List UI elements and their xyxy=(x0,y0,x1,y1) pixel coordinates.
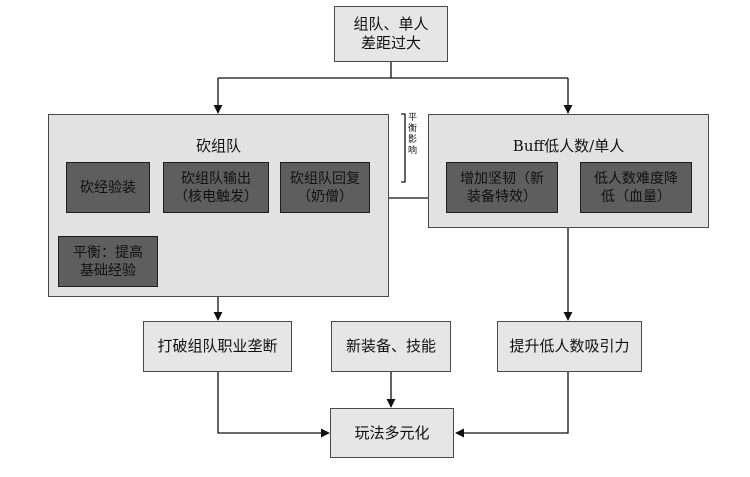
box-balance-base-exp: 平衡：提高 基础经验 xyxy=(58,236,158,287)
box-cut-team-output-line2: （核电触发） xyxy=(174,188,258,205)
box-break-monopoly-label: 打破组队职业垄断 xyxy=(157,337,278,355)
box-lower-difficulty-line2: 低（血量） xyxy=(601,188,671,205)
box-new-equip-skill: 新装备、技能 xyxy=(331,321,451,372)
box-cut-team-heal: 砍组队回复 （奶僧） xyxy=(280,162,370,213)
box-cut-exp-gear: 砍经验装 xyxy=(66,162,150,213)
box-balance-line2: 基础经验 xyxy=(80,262,136,279)
box-break-monopoly: 打破组队职业垄断 xyxy=(143,321,292,372)
box-add-toughness-line2: 装备特效） xyxy=(467,188,537,205)
box-new-equip-skill-label: 新装备、技能 xyxy=(345,337,436,355)
box-cut-team-heal-line1: 砍组队回复 xyxy=(290,170,360,187)
box-lower-difficulty-line1: 低人数难度降 xyxy=(594,170,678,187)
box-cut-team-output: 砍组队输出 （核电触发） xyxy=(163,162,269,213)
top-box-line1: 组队、单人 xyxy=(353,15,429,33)
box-add-toughness-line1: 增加坚韧（新 xyxy=(460,170,544,187)
panel-buff-solo-title: Buff低人数/单人 xyxy=(512,137,625,155)
box-lower-difficulty: 低人数难度降 低（血量） xyxy=(580,162,692,213)
box-balance-line1: 平衡：提高 xyxy=(73,244,143,261)
box-attract-solo: 提升低人数吸引力 xyxy=(497,321,642,372)
panel-cut-team-title: 砍组队 xyxy=(195,137,241,155)
arrow-attract-to-result xyxy=(455,372,569,438)
annotation-balance-impact: 平衡影响 xyxy=(407,113,417,156)
box-cut-exp-gear-label: 砍经验装 xyxy=(80,179,136,196)
top-box-line2: 差距过大 xyxy=(360,34,421,52)
box-diverse-gameplay-label: 玩法多元化 xyxy=(354,423,430,442)
arrow-break-to-result xyxy=(217,372,330,438)
box-cut-team-heal-line2: （奶僧） xyxy=(297,188,353,205)
box-add-toughness: 增加坚韧（新 装备特效） xyxy=(446,162,558,213)
box-cut-team-output-line1: 砍组队输出 xyxy=(181,170,251,187)
annotation-bracket xyxy=(401,113,406,183)
box-diverse-gameplay: 玩法多元化 xyxy=(330,408,454,458)
top-box-gap: 组队、单人 差距过大 xyxy=(334,6,448,62)
box-attract-solo-label: 提升低人数吸引力 xyxy=(509,337,630,355)
